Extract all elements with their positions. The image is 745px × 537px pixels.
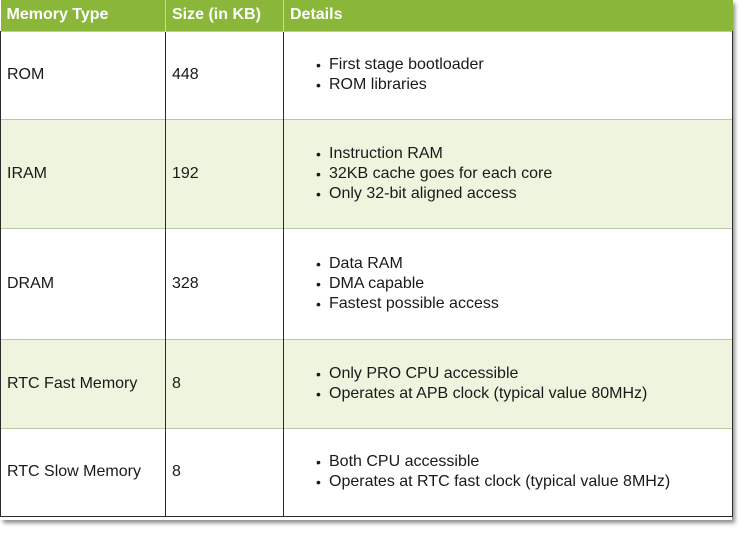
- details-item: Data RAM: [316, 254, 732, 274]
- cell-details: Both CPU accessible Operates at RTC fast…: [283, 427, 733, 517]
- memory-table-container: Memory Type Size (in KB) Details ROM 448…: [0, 0, 732, 520]
- cell-details: Instruction RAM 32KB cache goes for each…: [283, 118, 733, 228]
- table-row: DRAM 328 Data RAM DMA capable Fastest po…: [0, 227, 733, 339]
- details-item: Only 32-bit aligned access: [316, 184, 732, 204]
- details-item: Operates at RTC fast clock (typical valu…: [316, 472, 732, 492]
- cell-size: 8: [165, 427, 284, 517]
- details-item: DMA capable: [316, 274, 732, 294]
- cell-size: 8: [165, 338, 284, 428]
- cell-memory-type: DRAM: [0, 227, 166, 339]
- table-row: ROM 448 First stage bootloader ROM libra…: [0, 30, 733, 119]
- details-item: First stage bootloader: [316, 55, 732, 75]
- cell-memory-type: ROM: [0, 30, 166, 119]
- cell-details: Data RAM DMA capable Fastest possible ac…: [283, 227, 733, 339]
- details-list: Only PRO CPU accessible Operates at APB …: [284, 364, 732, 404]
- details-item: Fastest possible access: [316, 294, 732, 314]
- table-row: IRAM 192 Instruction RAM 32KB cache goes…: [0, 118, 733, 228]
- table-row: RTC Fast Memory 8 Only PRO CPU accessibl…: [0, 338, 733, 428]
- details-item: Operates at APB clock (typical value 80M…: [316, 384, 732, 404]
- table-row: RTC Slow Memory 8 Both CPU accessible Op…: [0, 427, 733, 517]
- details-item: Both CPU accessible: [316, 452, 732, 472]
- cell-size: 192: [165, 118, 284, 228]
- details-item: Only PRO CPU accessible: [316, 364, 732, 384]
- details-list: Both CPU accessible Operates at RTC fast…: [284, 452, 732, 492]
- cell-details: Only PRO CPU accessible Operates at APB …: [283, 338, 733, 428]
- cell-memory-type: RTC Fast Memory: [0, 338, 166, 428]
- cell-size: 328: [165, 227, 284, 339]
- details-item: 32KB cache goes for each core: [316, 164, 732, 184]
- details-list: Data RAM DMA capable Fastest possible ac…: [284, 254, 732, 314]
- header-memory-type: Memory Type: [6, 6, 109, 24]
- details-item: ROM libraries: [316, 75, 732, 95]
- details-list: Instruction RAM 32KB cache goes for each…: [284, 144, 732, 204]
- memory-table: Memory Type Size (in KB) Details ROM 448…: [0, 0, 733, 517]
- details-list: First stage bootloader ROM libraries: [284, 55, 732, 95]
- details-item: Instruction RAM: [316, 144, 732, 164]
- header-size: Size (in KB): [165, 0, 284, 31]
- table-header-row: Memory Type Size (in KB) Details: [0, 0, 733, 31]
- header-details: Details: [283, 0, 733, 31]
- cell-memory-type: IRAM: [0, 118, 166, 228]
- cell-details: First stage bootloader ROM libraries: [283, 30, 733, 119]
- cell-size: 448: [165, 30, 284, 119]
- cell-memory-type: RTC Slow Memory: [0, 427, 166, 517]
